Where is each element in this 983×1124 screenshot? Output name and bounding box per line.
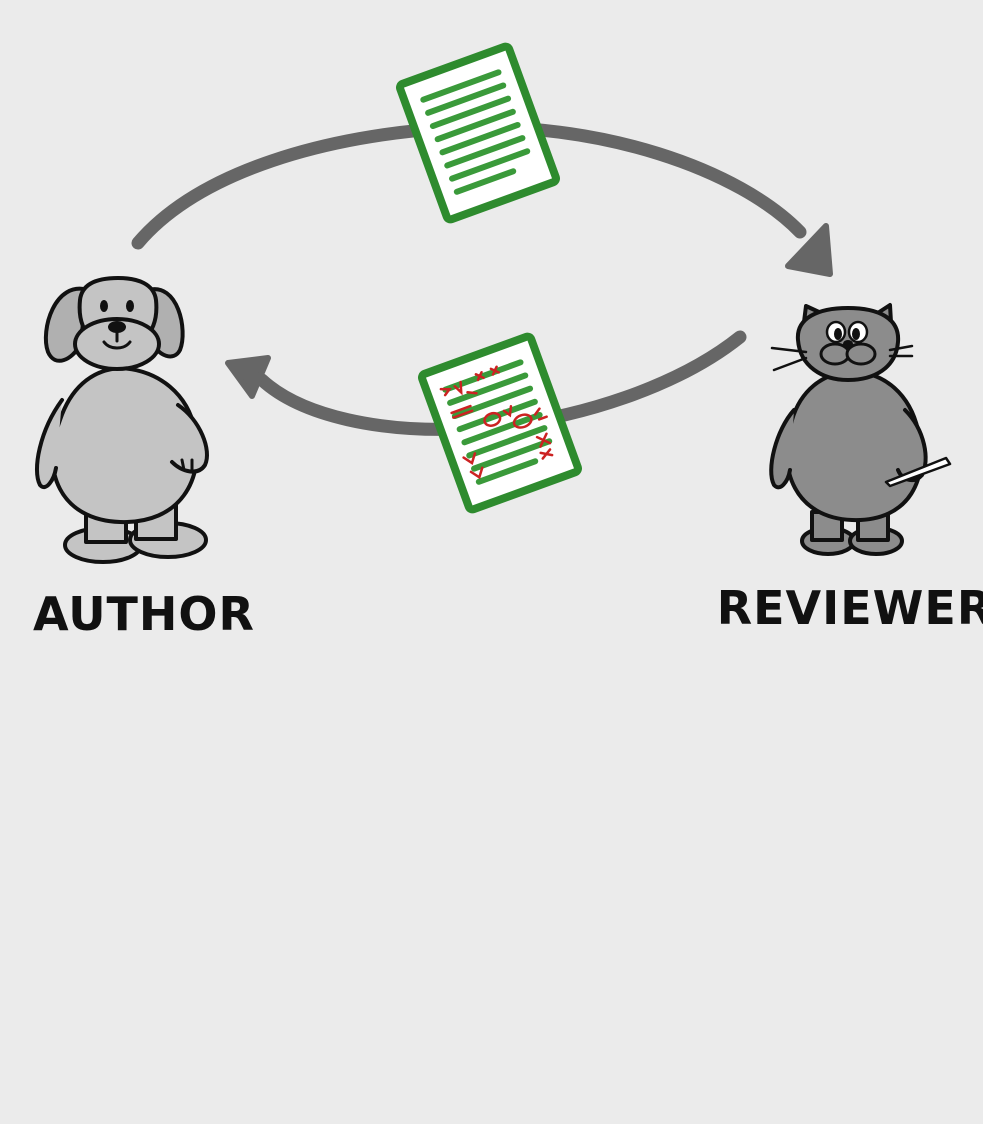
document-icon xyxy=(395,42,561,224)
marked-up-document-icon xyxy=(417,332,583,514)
cat-character-icon xyxy=(769,303,952,556)
pencil-icon xyxy=(884,456,952,488)
reviewer-label: REVIEWER xyxy=(717,581,983,635)
dog-character-icon xyxy=(35,276,209,564)
author-label: AUTHOR xyxy=(33,587,255,641)
